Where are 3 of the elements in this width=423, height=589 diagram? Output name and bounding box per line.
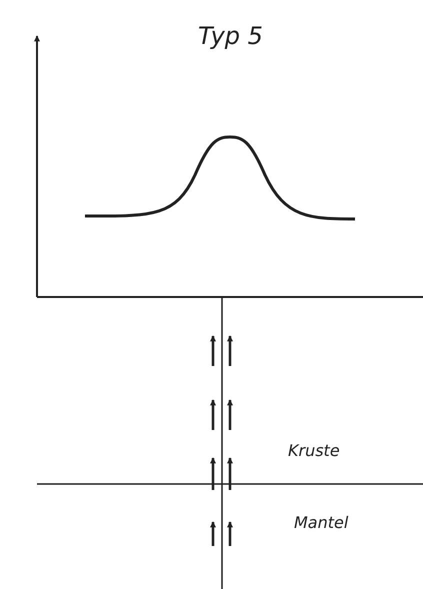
diagram-title: Typ 5 <box>198 22 263 50</box>
layer-label: Kruste <box>288 441 340 460</box>
layer-label: Mantel <box>294 513 348 532</box>
